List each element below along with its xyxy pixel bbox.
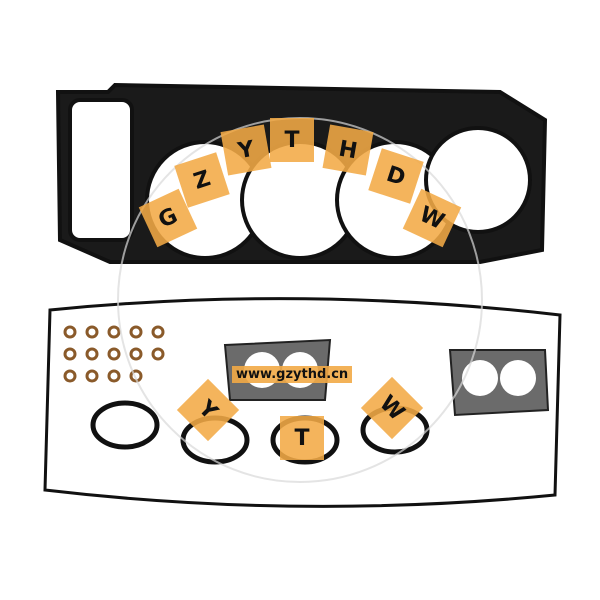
watermark-letter: Y xyxy=(220,124,272,176)
watermark-letter: H xyxy=(322,124,374,176)
valve-cover-gasket xyxy=(43,297,562,508)
watermark-letter: T xyxy=(270,118,314,162)
head-gasket xyxy=(55,82,548,264)
watermark-url: www.gzythd.cn xyxy=(232,366,353,383)
o-rings xyxy=(63,325,165,383)
watermark-letter: T xyxy=(280,416,324,460)
